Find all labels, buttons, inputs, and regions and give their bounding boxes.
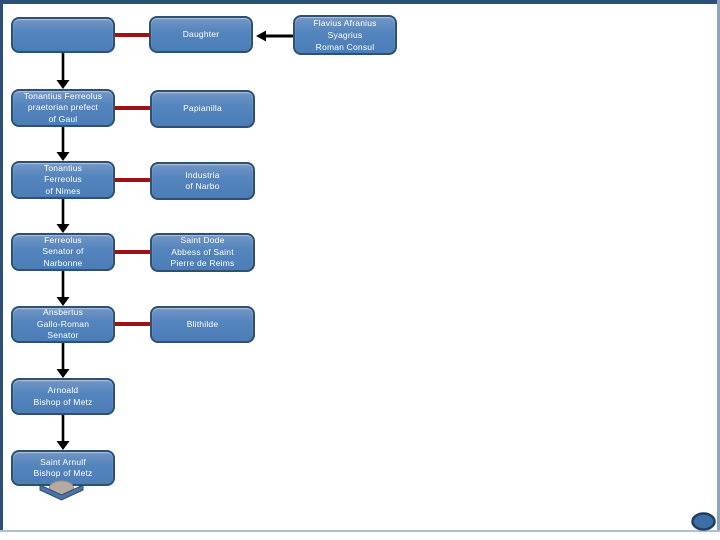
marriage-connector <box>115 33 150 37</box>
node-industria[interactable]: Industria of Narbo <box>150 162 255 200</box>
node-unnamed-ancestor[interactable] <box>11 17 115 53</box>
descent-arrow <box>56 53 70 89</box>
marriage-connector <box>115 322 150 326</box>
descent-arrow <box>56 343 70 378</box>
node-daughter[interactable]: Daughter <box>149 16 253 53</box>
node-papianilla[interactable]: Papianilla <box>150 90 255 128</box>
node-flavius-afranius-syagrius[interactable]: Flavius Afranius Syagrius Roman Consul <box>293 15 397 55</box>
slide-border-bottom <box>0 530 720 532</box>
marriage-connector <box>115 250 150 254</box>
node-ansbertus[interactable]: Ansbertus Gallo-Roman Senator <box>11 306 115 343</box>
marriage-connector <box>115 106 150 110</box>
node-saint-dode[interactable]: Saint Dode Abbess of Saint Pierre de Rei… <box>150 233 255 272</box>
marriage-connector <box>115 178 150 182</box>
slide-border-top <box>0 0 720 4</box>
node-blithilde[interactable]: Blithilde <box>150 306 255 343</box>
node-arnoald[interactable]: Arnoald Bishop of Metz <box>11 378 115 415</box>
parent-arrow <box>256 30 293 42</box>
slide-border-left <box>0 0 3 532</box>
descent-arrow <box>56 271 70 306</box>
descent-arrow <box>56 415 70 450</box>
corner-ellipse <box>691 512 716 531</box>
slide-border-right <box>717 0 720 532</box>
descent-arrow <box>56 199 70 233</box>
descent-arrow <box>56 127 70 161</box>
node-saint-arnulf[interactable]: Saint Arnulf Bishop of Metz <box>11 450 115 486</box>
node-tonantius-ferreolus-nimes[interactable]: Tonantius Ferreolus of Nimes <box>11 161 115 199</box>
node-ferreolus-narbonne[interactable]: Ferreolus Senator of Narbonne <box>11 233 115 271</box>
node-tonantius-ferreolus-gaul[interactable]: Tonantius Ferreolus praetorian prefect o… <box>11 89 115 127</box>
